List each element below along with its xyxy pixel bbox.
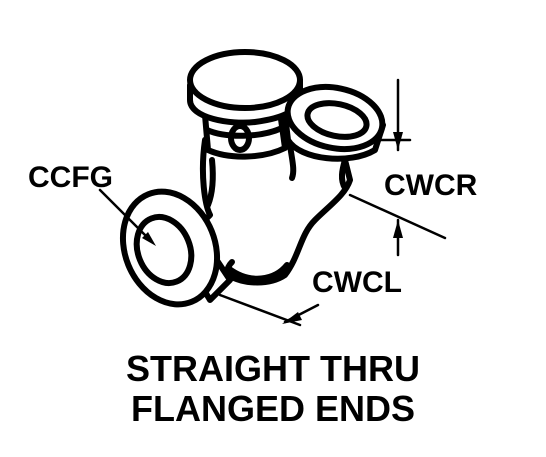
cwcr-extension: [348, 193, 447, 240]
ccfg-leader: [98, 188, 152, 242]
bonnet-cap: [187, 49, 303, 126]
label-cwcr: CWCR: [384, 169, 478, 202]
label-ccfg: CCFG: [28, 161, 113, 194]
right-flange: [282, 84, 386, 191]
cwcr-arrowhead-bottom: [393, 220, 403, 238]
dimension-lines: [98, 78, 447, 327]
left-flange: [119, 188, 233, 308]
ccfg-arrowhead: [142, 232, 156, 246]
label-cwcl: CWCL: [312, 266, 402, 299]
cwcl-arrowhead: [282, 312, 302, 324]
caption-line-1: STRAIGHT THRU: [126, 348, 420, 389]
caption-line-2: FLANGED ENDS: [131, 388, 415, 429]
